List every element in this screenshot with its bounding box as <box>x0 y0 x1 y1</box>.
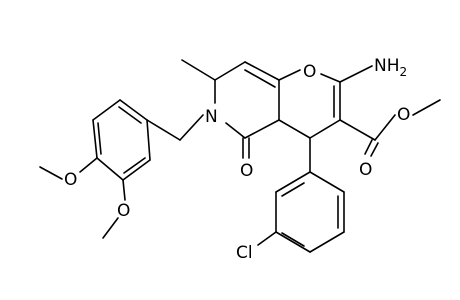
atom-label-chlorine: Cl <box>236 243 253 263</box>
atom-label-o-carbonyl-ring: O <box>240 161 253 181</box>
atom-label-o-ester: O <box>397 105 410 125</box>
atom-label-o-ester-carbonyl: O <box>359 160 372 180</box>
atom-label-o-methoxy-top: O <box>64 170 77 190</box>
bond-lines <box>39 59 441 253</box>
atom-label-amino: NH2 <box>374 56 407 79</box>
atom-labels: O NH2 N O O O O O Cl <box>64 56 410 263</box>
atom-label-o-methoxy-bottom: O <box>117 201 130 221</box>
atom-label-n-ring: N <box>205 107 218 127</box>
atom-label-o-ring: O <box>303 62 316 82</box>
